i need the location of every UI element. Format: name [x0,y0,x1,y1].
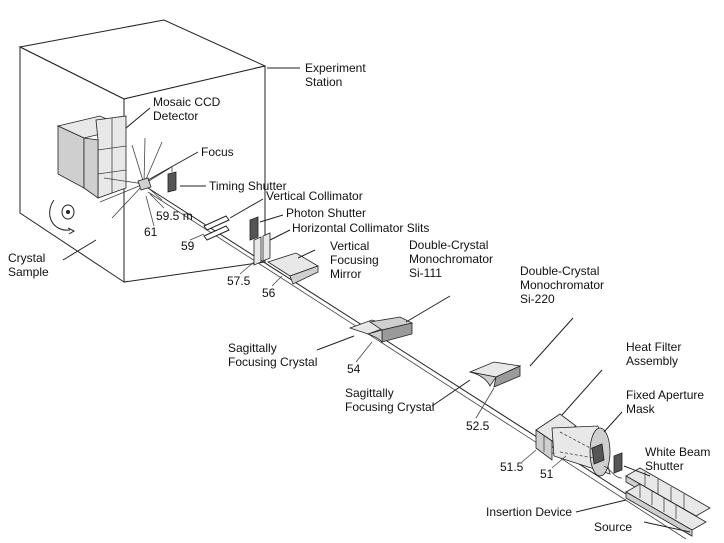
photon-shutter [249,216,259,241]
label-timing-shutter: Timing Shutter [209,179,287,193]
label-insertion-device: Insertion Device [486,505,572,519]
horizontal-collimator-slits [253,232,271,266]
label-sagittally-focusing-crystal-1: Sagittally Focusing Crystal [228,341,317,369]
distance-59: 59 [181,239,195,253]
label-white-beam-shutter: White Beam Shutter [645,445,714,473]
crystal-sample [137,177,152,191]
distance-51: 51 [540,467,554,481]
label-source: Source [594,520,632,534]
label-dcm-si220: Double-Crystal Monochromator Si-220 [520,264,607,306]
distance-51-5: 51.5 [500,460,524,474]
label-vertical-collimator: Vertical Collimator [266,189,363,203]
label-heat-filter-assembly: Heat Filter Assembly [626,340,685,368]
label-mosaic-ccd-detector: Mosaic CCD Detector [153,95,224,123]
distance-56: 56 [262,286,276,300]
distance-61: 61 [144,225,158,239]
vertical-collimator [203,215,230,241]
label-focus: Focus [201,145,234,159]
label-photon-shutter: Photon Shutter [286,206,366,220]
dcm-si111 [348,316,414,343]
crystal-sample-rotation-icon [49,199,76,235]
beam-path [147,187,691,540]
vertical-focusing-mirror [267,252,319,285]
label-sagittally-focusing-crystal-2: Sagittally Focusing Crystal [345,386,434,414]
label-dcm-si111: Double-Crystal Monochromator Si-111 [409,238,496,280]
leader-lines [62,67,691,533]
label-vertical-focusing-mirror: Vertical Focusing Mirror [330,239,382,281]
label-fixed-aperture-mask: Fixed Aperture Mask [626,388,707,416]
distance-52-5: 52.5 [466,419,490,433]
fixed-aperture-mask [551,425,611,477]
source-beam [603,465,623,479]
timing-shutter [167,171,177,193]
mosaic-ccd-detector [56,115,128,199]
distance-57-5: 57.5 [227,274,251,288]
distance-leaders [145,193,567,469]
dcm-si220 [468,361,522,388]
label-experiment-station: Experiment Station [305,61,369,89]
distance-54: 54 [347,362,361,376]
white-beam-shutter [613,452,623,474]
label-crystal-sample: Crystal Sample [8,251,49,279]
distance-59-5: 59.5 m [156,209,193,223]
insertion-device [625,467,711,537]
label-horizontal-collimator-slits: Horizontal Collimator Slits [292,221,429,235]
